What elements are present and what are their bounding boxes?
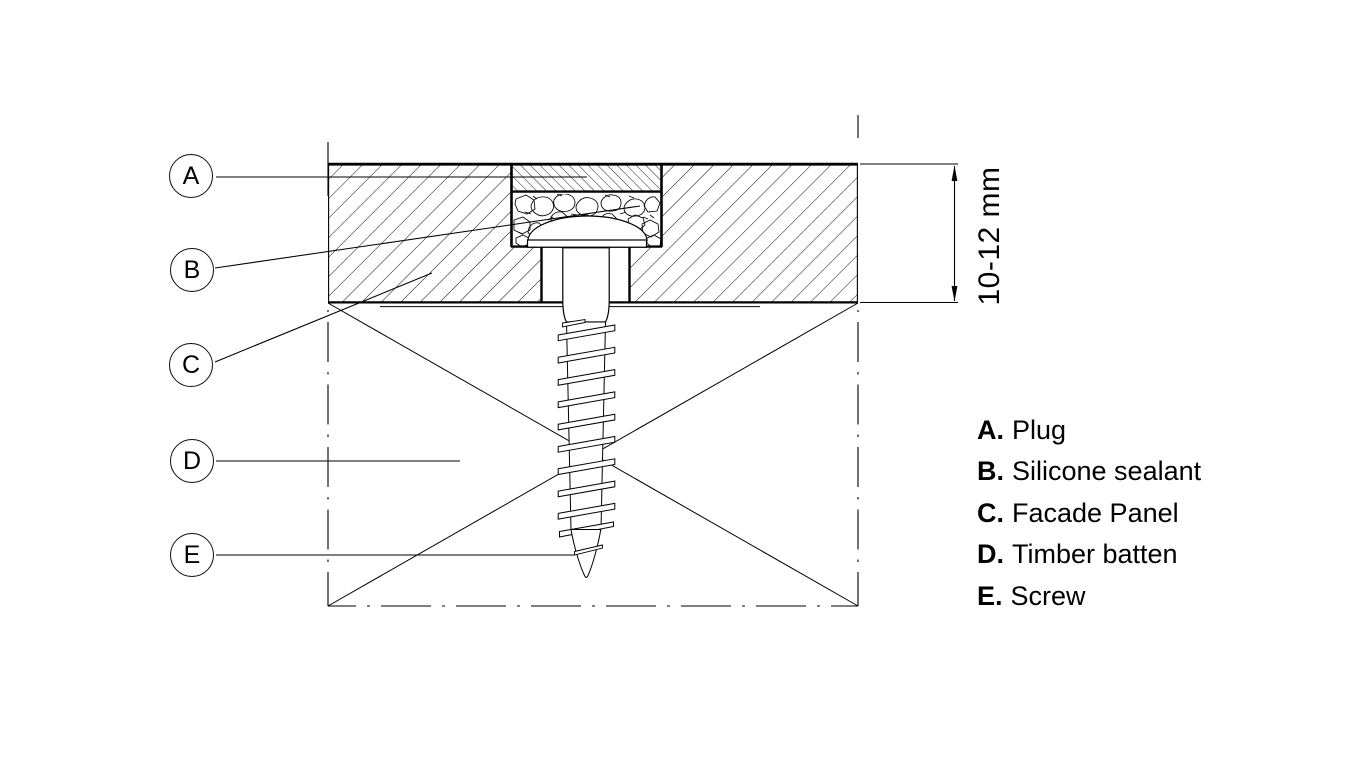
thread-start (562, 318, 586, 328)
callout-b-letter: B (183, 255, 201, 284)
callout-a-letter: A (182, 161, 200, 190)
legend-label: Facade Panel (1012, 497, 1179, 528)
legend-item-plug: A. Plug (977, 410, 1201, 451)
legend-item-silicone-sealant: B. Silicone sealant (977, 451, 1201, 492)
leader-c (214, 272, 433, 363)
legend-label: Plug (1012, 415, 1067, 445)
panel-hatch (328, 163, 858, 303)
legend-label: Screw (1010, 580, 1086, 611)
legend-item-facade-panel: C. Facade Panel (977, 493, 1201, 534)
legend-key: B. (977, 456, 1004, 487)
tip-thread (574, 544, 603, 556)
legend-key: C. (977, 497, 1004, 528)
screw-tip (570, 529, 602, 578)
legend-label: Silicone sealant (1012, 456, 1202, 487)
legend-key: A. (977, 415, 1004, 445)
callout-d-letter: D (182, 446, 202, 475)
legend-label: Timber batten (1012, 539, 1178, 570)
legend-key: E. (977, 580, 1003, 611)
leader-lines (214, 176, 641, 556)
legend-item-timber-batten: D. Timber batten (977, 534, 1201, 575)
legend-item-screw: E.Screw (977, 576, 1201, 617)
screw-head-dome (527, 215, 648, 242)
legend-key: D. (977, 539, 1004, 570)
plug-hatch (511, 164, 662, 192)
dim-arrow-up (951, 165, 958, 181)
dimension-label: 10-12 mm (973, 166, 1006, 306)
leader-b (214, 205, 641, 269)
callout-e-letter: E (183, 540, 201, 569)
screw-head-base (526, 239, 648, 248)
screw-shank (562, 247, 610, 323)
callout-c-letter: C (181, 350, 201, 379)
callout-a: A (169, 154, 213, 198)
callout-e: E (170, 533, 214, 577)
screw-head (526, 215, 648, 248)
dimension-10-12mm (860, 163, 958, 304)
screw-threads (557, 324, 616, 538)
dim-arrow-down (951, 286, 958, 302)
callout-c: C (169, 343, 213, 387)
legend: A. Plug B. Silicone sealant C. Facade Panel… (977, 410, 1201, 617)
callout-b: B (170, 248, 214, 292)
screw-drawing (557, 247, 616, 578)
callout-d: D (170, 439, 214, 483)
